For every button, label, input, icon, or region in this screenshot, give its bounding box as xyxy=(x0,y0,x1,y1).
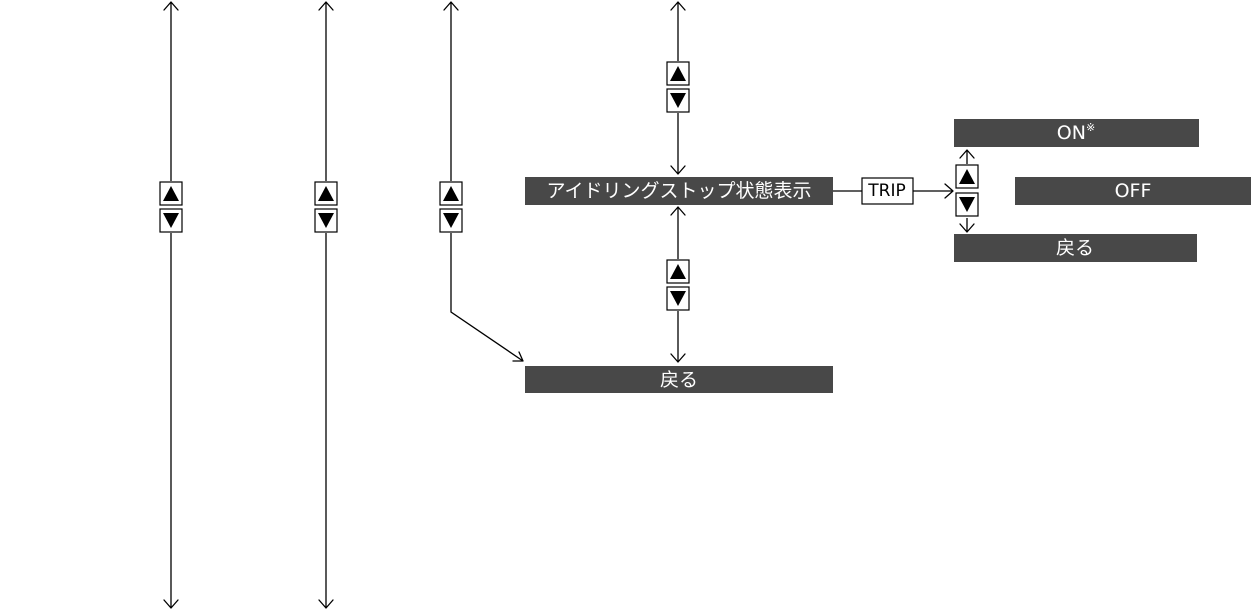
on-label: ON※ xyxy=(1057,121,1095,145)
up-down-keys-center-upper xyxy=(666,61,690,113)
trip-button-label: TRIP xyxy=(867,181,905,201)
up-triangle-icon xyxy=(670,264,686,279)
up-triangle-icon xyxy=(318,186,334,201)
up-triangle-icon xyxy=(670,66,686,81)
on-box: ON※ xyxy=(954,119,1199,147)
off-label: OFF xyxy=(1115,180,1152,202)
up-triangle-icon xyxy=(959,169,975,184)
vertical-scroll-line-2 xyxy=(318,1,334,609)
back-box-sub: 戻る xyxy=(954,234,1197,262)
back-main-label: 戻る xyxy=(660,369,698,391)
up-down-keys-center-lower xyxy=(666,259,690,311)
down-triangle-icon xyxy=(318,213,334,228)
up-triangle-icon xyxy=(443,186,459,201)
trip-connector xyxy=(833,183,954,199)
down-triangle-icon xyxy=(959,197,975,212)
idling-stop-display-box: アイドリングストップ状態表示 xyxy=(525,177,833,205)
on-note-mark: ※ xyxy=(1086,121,1095,134)
up-triangle-icon xyxy=(163,186,179,201)
up-down-keys-2 xyxy=(314,181,338,233)
vertical-scroll-line-1 xyxy=(163,1,179,609)
on-label-text: ON xyxy=(1057,122,1086,144)
idling-stop-display-label: アイドリングストップ状態表示 xyxy=(546,180,811,202)
off-box: OFF xyxy=(1015,177,1251,205)
back-sub-label: 戻る xyxy=(1056,237,1094,259)
down-triangle-icon xyxy=(443,213,459,228)
submenu-line xyxy=(959,149,975,233)
down-triangle-icon xyxy=(670,93,686,108)
vertical-scroll-line-3 xyxy=(443,1,524,362)
up-down-keys-submenu xyxy=(955,164,979,217)
trip-button: TRIP xyxy=(861,177,914,205)
back-box-main: 戻る xyxy=(525,366,833,393)
center-upper-line xyxy=(670,1,686,175)
up-down-keys-1 xyxy=(159,181,183,233)
up-down-keys-3 xyxy=(439,181,463,233)
down-triangle-icon xyxy=(163,213,179,228)
center-lower-line xyxy=(670,206,686,363)
down-triangle-icon xyxy=(670,291,686,306)
